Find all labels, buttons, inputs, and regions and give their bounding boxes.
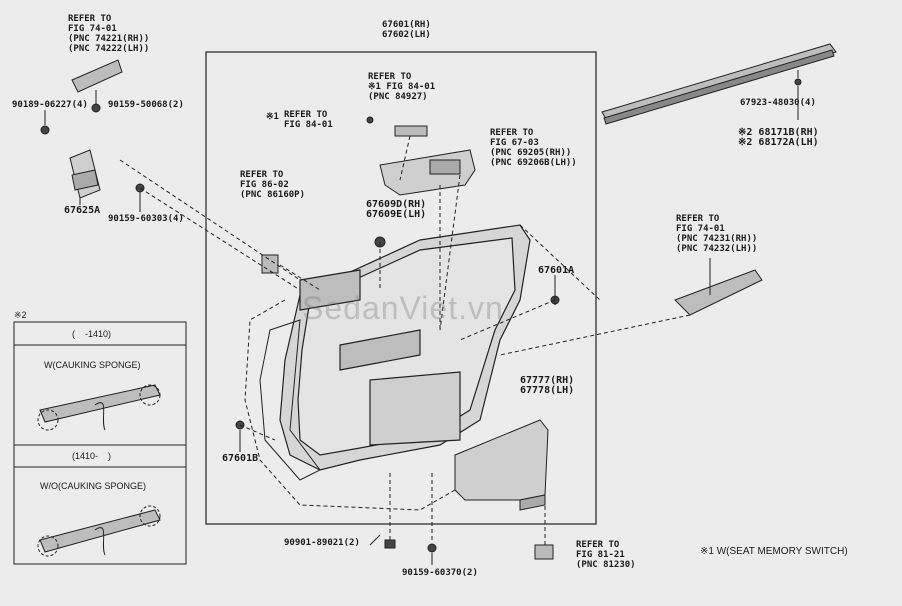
inset-with-sponge-label: W(CAUKING SPONGE) — [44, 360, 141, 370]
part-67609: 67609D(RH) 67609E(LH) — [366, 199, 427, 220]
inset-mark: ※2 — [14, 310, 27, 320]
part-90901: 90901-89021(2) — [284, 538, 360, 548]
solid-leaders — [44, 70, 799, 565]
side-trim-piece — [674, 269, 763, 316]
ref-fig-74-01-right: REFER TO FIG 74-01 (PNC 74231(RH)) (PNC … — [676, 214, 758, 254]
inset-range-2: (1410- ) — [72, 451, 112, 461]
top-trim-piece — [71, 59, 123, 93]
part-90159-60303: 90159-60303(4) — [108, 214, 184, 224]
part-67601a: 67601A — [538, 265, 575, 276]
note-seat-memory: ※1 W(SEAT MEMORY SWITCH) — [700, 546, 848, 557]
mark-1-short: ※1 — [266, 112, 279, 122]
door-trim-panel — [279, 224, 531, 471]
part-67923: 67923-48030(4) — [740, 98, 816, 108]
part-67601b: 67601B — [222, 453, 259, 464]
watermark: SedanViet.vn — [302, 290, 504, 326]
inset-without-sponge-label: W/O(CAUKING SPONGE) — [40, 481, 147, 491]
main-assembly-frame — [205, 51, 597, 525]
inset-strip-without-sponge — [37, 505, 161, 557]
part-67777: 67777(RH) 67778(LH) — [520, 375, 575, 396]
part-67601-67602: 67601(RH) 67602(LH) — [382, 20, 431, 40]
leader-lines — [119, 135, 691, 545]
switch-base — [379, 149, 476, 196]
part-90159-60370: 90159-60370(2) — [402, 568, 478, 578]
inset-range-1: ( -1410) — [72, 329, 112, 339]
ref-fig-84-01: REFER TO FIG 84-01 — [284, 110, 333, 130]
ref-fig-81-21: REFER TO FIG 81-21 (PNC 81230) — [576, 540, 636, 570]
part-90159-50068: 90159-50068(2) — [108, 100, 184, 110]
part-67625a: 67625A — [64, 205, 101, 216]
inset-frame — [13, 321, 187, 565]
part-68171: ※2 68171B(RH) ※2 68172A(LH) — [738, 127, 819, 148]
ref-fig-67-03: REFER TO FIG 67-03 (PNC 69205(RH)) (PNC … — [490, 128, 577, 168]
part-90189: 90189-06227(4) — [12, 100, 88, 110]
belt-moulding — [601, 43, 837, 125]
ref-fig-86-02: REFER TO FIG 86-02 (PNC 86160P) — [240, 170, 306, 200]
memory-switch — [394, 125, 428, 137]
inset-strip-with-sponge — [37, 384, 161, 431]
ref-fig-84-01-pnc: REFER TO ※1 FIG 84-01 (PNC 84927) — [368, 72, 436, 102]
bracket-67625a — [69, 149, 101, 199]
trim-seal — [259, 319, 321, 481]
ref-fig-74-01-top: REFER TO FIG 74-01 (PNC 74221(RH)) (PNC … — [68, 14, 150, 54]
door-pocket — [454, 419, 549, 511]
